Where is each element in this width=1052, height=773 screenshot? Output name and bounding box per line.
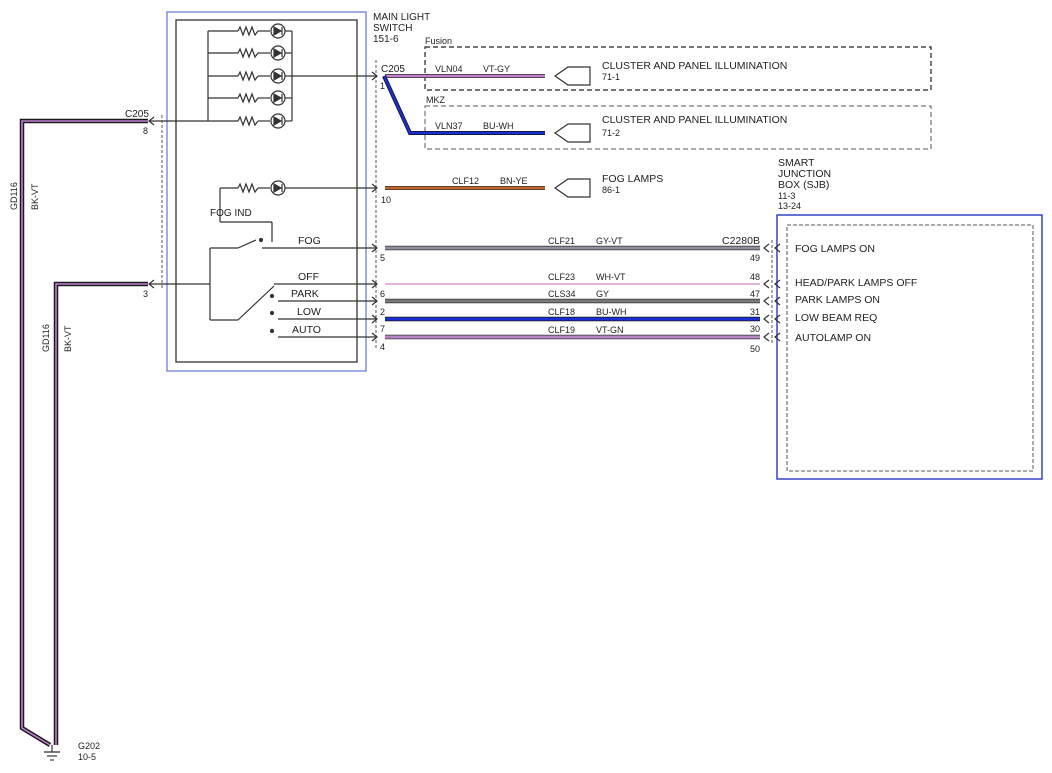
clf12-circuit: CLF12 (452, 176, 479, 186)
sjb-pin-47: 47 (750, 289, 760, 299)
switch-outer-box (166, 11, 367, 372)
fog-lamps-connector (553, 178, 591, 198)
clf23-color: WH-VT (596, 272, 626, 282)
c205-pin-2: 2 (380, 307, 385, 317)
switch-pos-low: LOW (297, 306, 321, 318)
switch-ref: 151-6 (373, 34, 399, 45)
fog-ind-label: FOG IND (210, 208, 252, 219)
led-row-3 (208, 68, 286, 84)
gd116-color-1: BK-VT (30, 183, 40, 210)
fog-lamps-dest: FOG LAMPS (602, 173, 663, 185)
cls34-color: GY (596, 289, 609, 299)
sjb-input-fog: FOG LAMPS ON (795, 243, 875, 255)
clf21-color: GY-VT (596, 236, 623, 246)
illum-dest-fusion: CLUSTER AND PANEL ILLUMINATION (602, 60, 787, 72)
gd116-circuit-2: GD116 (41, 324, 51, 352)
sjb-input-lowbeam: LOW BEAM REQ (795, 312, 877, 324)
switch-pos-fog: FOG (298, 235, 321, 247)
clf18-color: BU-WH (596, 307, 627, 317)
wire-gd116-inner (55, 283, 148, 745)
c205-pin-6: 6 (380, 289, 385, 299)
illumination-wires (382, 46, 932, 150)
illum-ref-fusion: 71-1 (602, 72, 620, 82)
variant-fusion-label: Fusion (425, 36, 452, 46)
wire-gd116-outer (21, 120, 148, 746)
ground-point-label: G202 (78, 741, 100, 751)
sjb-title-3: BOX (SJB) (778, 179, 829, 191)
vln04-circuit: VLN04 (435, 64, 463, 74)
sjb-ref-2: 13-24 (778, 201, 801, 211)
gd116-color-2: BK-VT (63, 325, 73, 352)
sjb-title-1: SMART (778, 157, 815, 169)
sjb-pin-49: 49 (750, 253, 760, 263)
switch-inner-box (175, 19, 358, 363)
sjb-pin-48: 48 (750, 272, 760, 282)
gd116-circuit-1: GD116 (9, 182, 19, 210)
clf12-color: BN-YE (500, 176, 528, 186)
sjb-input-headpark: HEAD/PARK LAMPS OFF (795, 277, 917, 289)
smart-junction-box (763, 214, 1043, 480)
c205-pin-1: 1 (380, 81, 385, 91)
switch-title-2: SWITCH (373, 23, 412, 34)
main-light-switch: FOG IND FOG OFF PARK LOW AUTO (150, 11, 377, 372)
switch-pos-off: OFF (298, 271, 319, 283)
c205-pin-3: 3 (143, 289, 148, 299)
led-row-4 (208, 90, 286, 106)
sjb-outer-box (776, 214, 1043, 480)
clf19-color: VT-GN (596, 325, 624, 335)
sjb-terminal-arrows (763, 243, 781, 342)
c205-pin-4: 4 (380, 342, 385, 352)
cls34-circuit: CLS34 (548, 289, 576, 299)
c205-terminal-arrows (148, 71, 378, 342)
led-row-5 (208, 113, 286, 129)
wire-vln37-outline (382, 75, 545, 135)
signal-wires (385, 245, 760, 340)
illum-dest-mkz: CLUSTER AND PANEL ILLUMINATION (602, 114, 787, 126)
c205-label-left: C205 (125, 109, 149, 120)
illum-connector-mkz (553, 123, 591, 143)
clf21-circuit: CLF21 (548, 236, 575, 246)
clf18-circuit: CLF18 (548, 307, 575, 317)
ground-wires (19, 118, 148, 761)
c205-pin-7: 7 (380, 324, 385, 334)
switch-contacts (150, 237, 376, 338)
ground-ref: 10-5 (78, 752, 96, 762)
switch-pos-auto: AUTO (292, 324, 321, 336)
c205-pin-5: 5 (380, 253, 385, 263)
fog-indicator (219, 180, 376, 242)
illum-connector-fusion (553, 66, 591, 86)
fusion-variant-box (424, 46, 932, 91)
sjb-input-park: PARK LAMPS ON (795, 294, 880, 306)
illumination-led-bank (150, 23, 376, 129)
mkz-variant-box (424, 105, 932, 150)
sjb-inner-box (786, 224, 1034, 472)
illum-ref-mkz: 71-2 (602, 128, 620, 138)
switch-pos-park: PARK (291, 288, 319, 300)
sjb-ref-1: 11-3 (778, 191, 795, 201)
sjb-pin-50: 50 (750, 344, 760, 354)
fog-lamps-wire (385, 178, 591, 198)
fog-lamps-ref: 86-1 (602, 185, 620, 195)
vln37-color: BU-WH (483, 121, 514, 131)
variant-mkz-label: MKZ (426, 95, 446, 105)
sjb-pin-31: 31 (750, 307, 760, 317)
c205-label-top: C205 (381, 64, 405, 75)
sjb-pin-30: 30 (750, 324, 760, 334)
led-row-2 (208, 45, 286, 61)
switch-title-1: MAIN LIGHT (373, 12, 430, 23)
clf19-circuit: CLF19 (548, 325, 575, 335)
c205-pin-10: 10 (381, 195, 391, 205)
clf23-circuit: CLF23 (548, 272, 575, 282)
led-row-1 (208, 23, 286, 39)
vln04-color: VT-GY (483, 64, 510, 74)
c205-pin-8: 8 (143, 126, 148, 136)
sjb-input-autolamp: AUTOLAMP ON (795, 332, 871, 344)
wire-vln37 (382, 75, 545, 135)
sjb-connector-label: C2280B (722, 235, 760, 247)
sjb-title-2: JUNCTION (778, 168, 831, 180)
vln37-circuit: VLN37 (435, 121, 463, 131)
